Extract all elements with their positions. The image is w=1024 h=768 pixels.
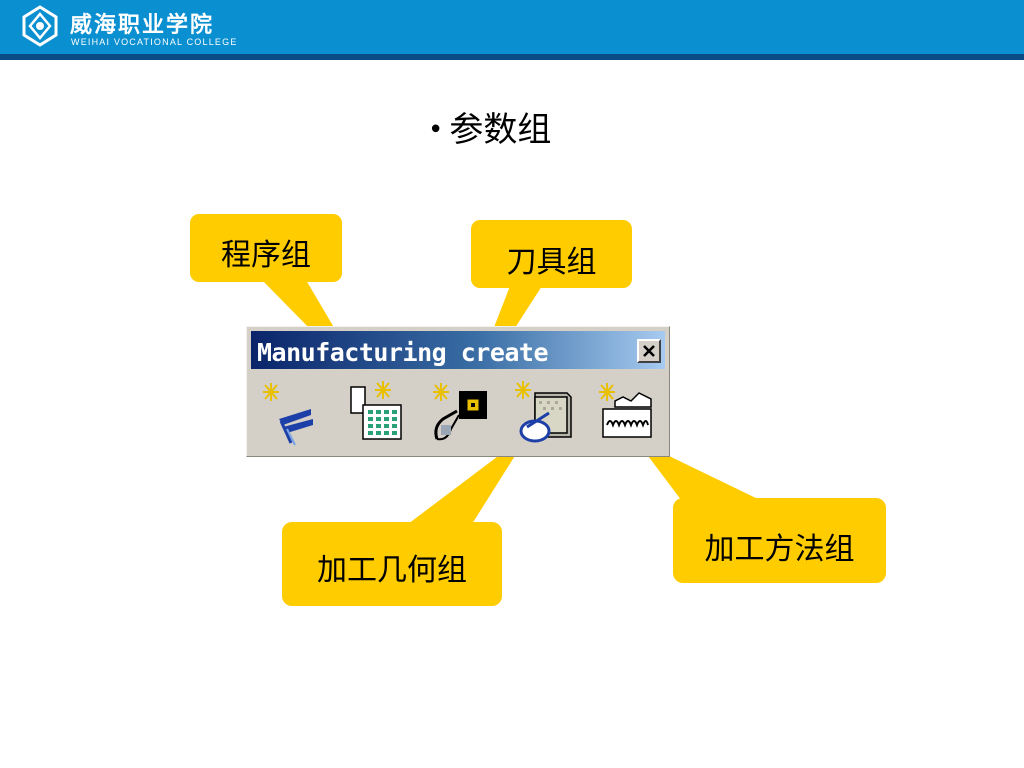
college-name-cn: 威海职业学院 [70, 13, 215, 38]
header-band: 威海职业学院 WEIHAI VOCATIONAL COLLEGE [0, 0, 1024, 54]
slide-title: •参数组 [428, 102, 551, 151]
cutter-group-icon [433, 383, 487, 441]
geometry-group-icon [515, 381, 572, 443]
method-group-button[interactable] [593, 379, 657, 447]
college-logo-icon [22, 5, 58, 47]
callout-tail-method [636, 440, 760, 525]
cutter-group-button[interactable] [429, 379, 493, 447]
callout-box-program [190, 214, 342, 282]
callout-box-method [673, 498, 886, 583]
program-group-icon [263, 383, 313, 446]
callout-label-program: 程序组 [221, 238, 311, 273]
callout-box-geometry [282, 522, 502, 606]
tool-group-button[interactable] [347, 379, 411, 447]
close-button[interactable] [637, 339, 661, 363]
close-x-icon [643, 345, 655, 357]
tool-group-icon [350, 381, 402, 440]
manufacturing-create-toolbar[interactable]: Manufacturing create [246, 326, 670, 457]
program-group-button[interactable] [261, 379, 325, 447]
slide-title-text: 参数组 [449, 110, 552, 150]
callout-box-tool [471, 220, 632, 288]
callout-label-method: 加工方法组 [704, 532, 855, 567]
callout-label-geometry: 加工几何组 [317, 553, 467, 588]
method-group-icon [599, 383, 652, 438]
header-divider [0, 54, 1024, 60]
callout-label-tool: 刀具组 [506, 245, 597, 280]
college-name-en: WEIHAI VOCATIONAL COLLEGE [71, 37, 238, 47]
geometry-group-button[interactable] [511, 379, 575, 447]
title-bullet: • [428, 115, 444, 145]
toolbar-titlebar[interactable]: Manufacturing create [251, 331, 665, 369]
toolbar-title: Manufacturing create [257, 338, 549, 367]
